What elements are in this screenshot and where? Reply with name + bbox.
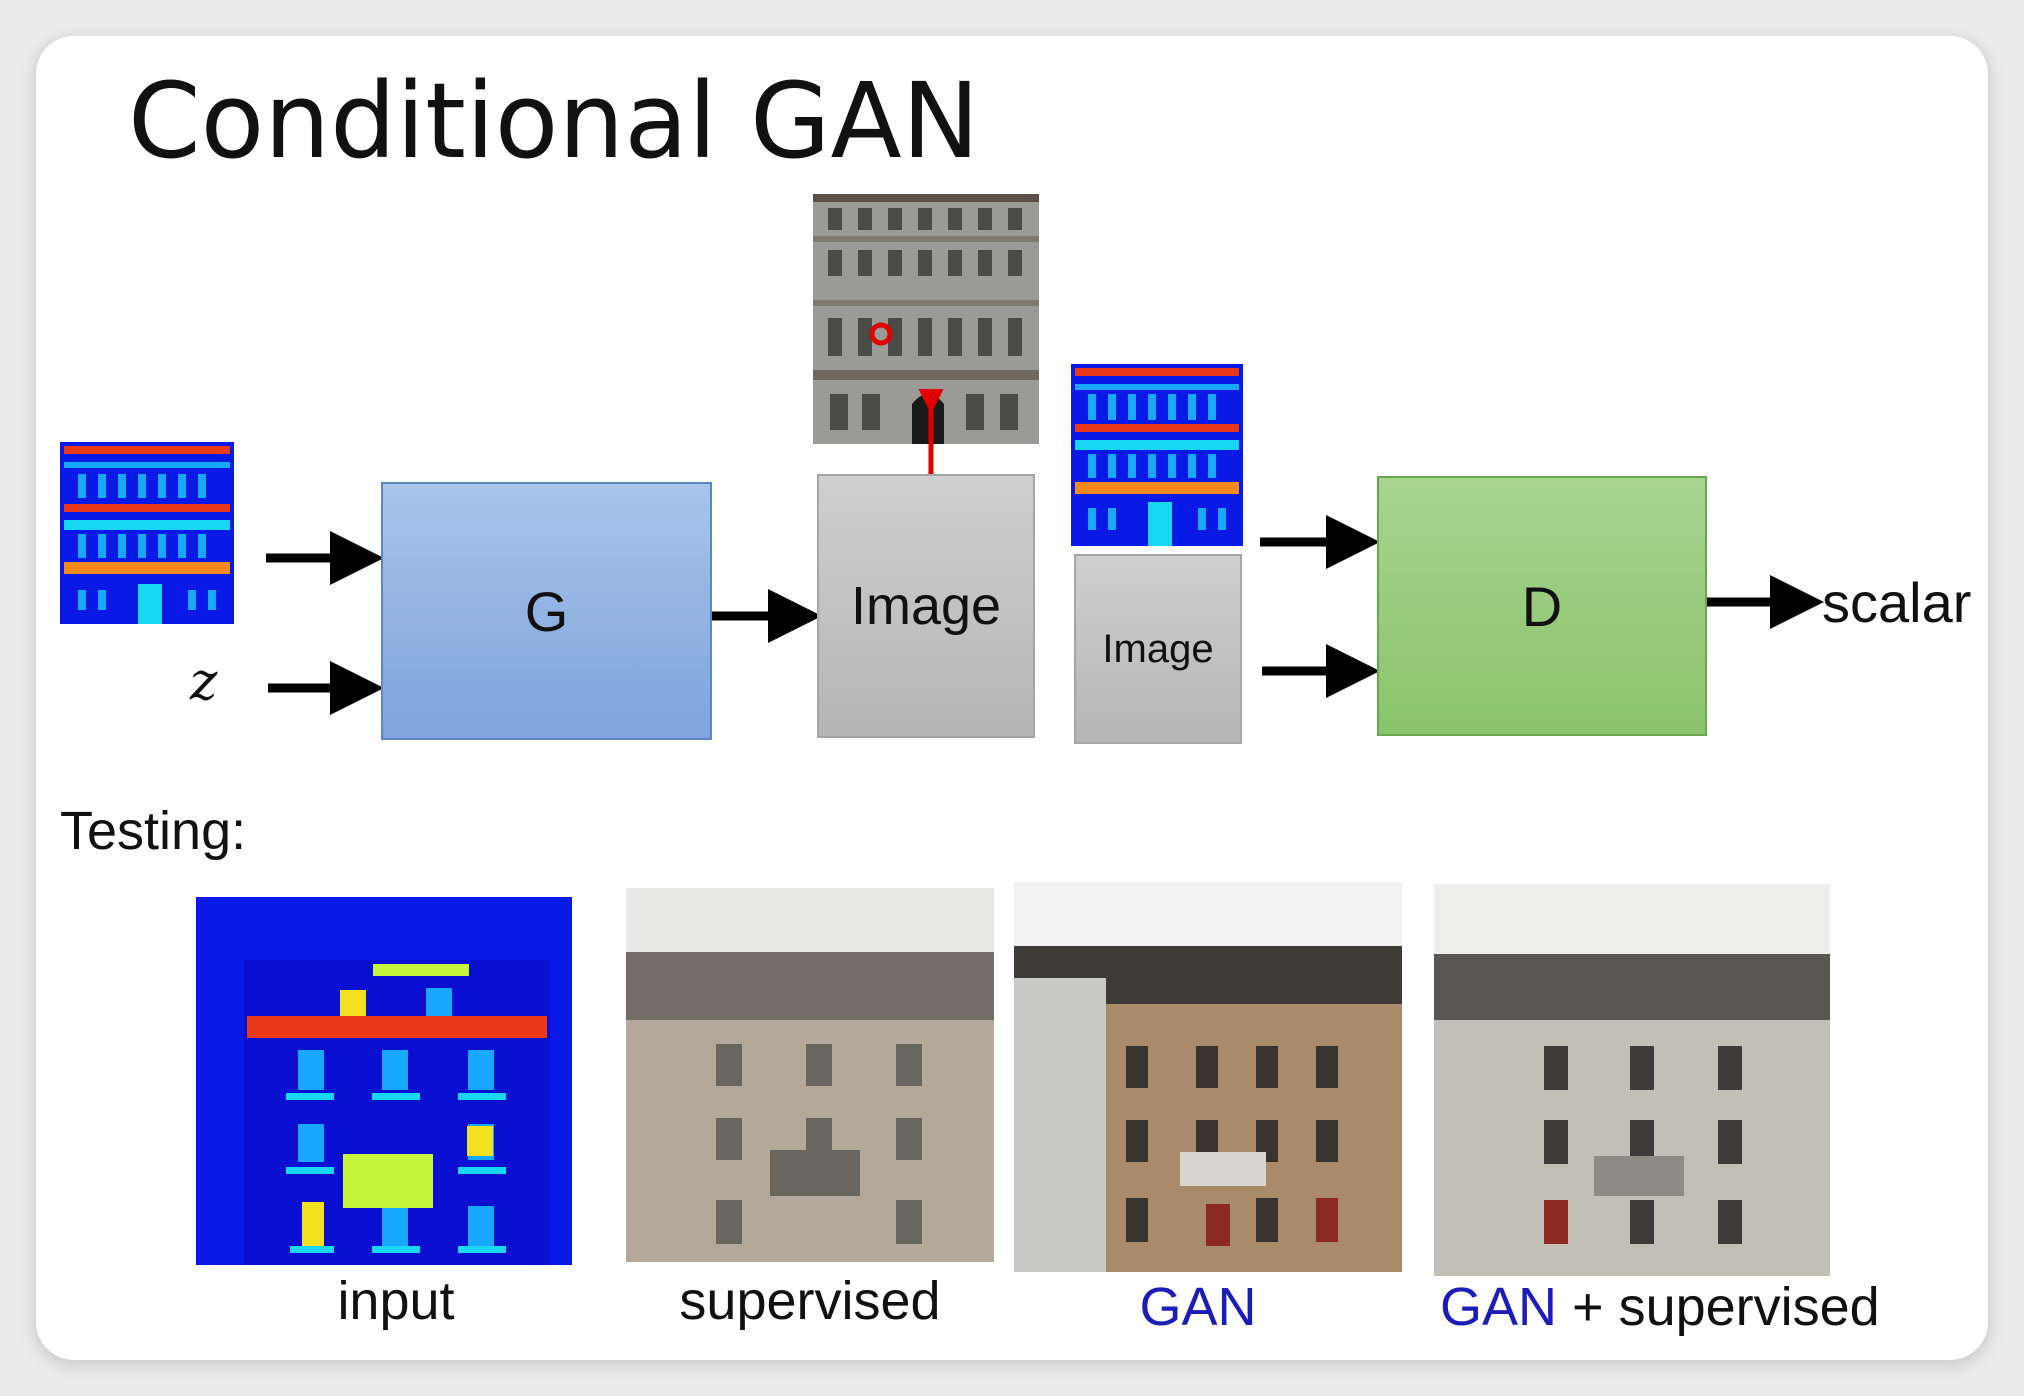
page-title: Conditional GAN: [128, 60, 980, 182]
gan-supervised-result-image: [1434, 884, 1830, 1276]
caption-supervised: supervised: [679, 1271, 941, 1331]
gan-result-image: [1014, 882, 1402, 1272]
testing-input-labelmap: [196, 897, 572, 1265]
supervised-result-image: [626, 888, 994, 1262]
scalar-output-label: scalar: [1822, 571, 1972, 634]
target-building-photo: [813, 194, 1039, 444]
caption-gan-part: GAN: [1440, 1277, 1558, 1337]
testing-heading: Testing:: [60, 801, 247, 861]
caption-supervised-part: + supervised: [1557, 1277, 1880, 1337]
generated-image-box: Image: [817, 474, 1035, 738]
label-map-icon: [60, 442, 234, 624]
discriminator-box: D: [1377, 476, 1707, 736]
label-map-icon-2: [1071, 364, 1243, 546]
noise-label: z: [190, 652, 218, 712]
generator-box: G: [381, 482, 712, 740]
caption-gan-plus-supervised: GAN + supervised: [1440, 1276, 1940, 1338]
caption-gan: GAN: [1139, 1277, 1257, 1337]
real-image-box: Image: [1074, 554, 1242, 744]
caption-input: input: [337, 1271, 455, 1331]
